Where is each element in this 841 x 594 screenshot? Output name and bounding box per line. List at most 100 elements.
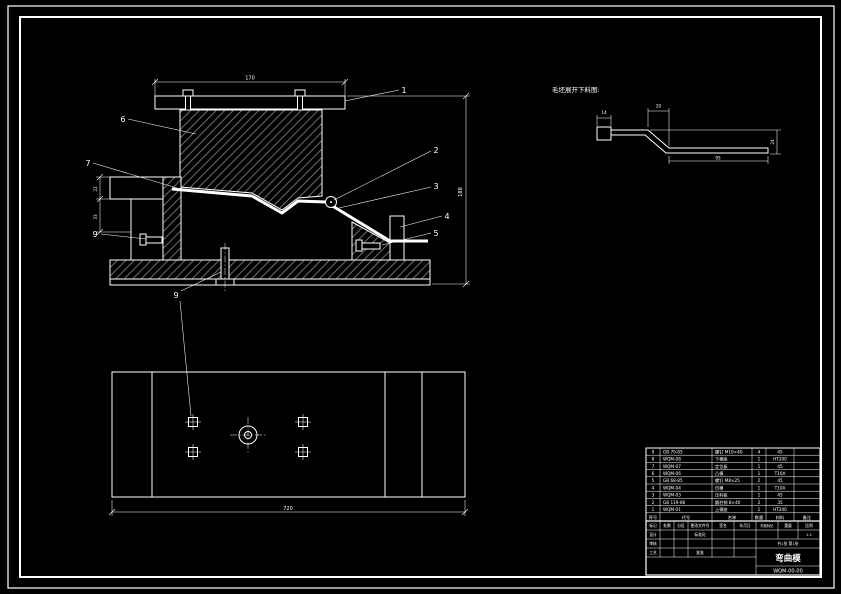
bom-cell: GB 70-85 [663, 449, 683, 454]
title-block-label: 处数 [663, 523, 671, 528]
title-block-label: 阶段标记 [761, 523, 775, 528]
scale-value: 1:1 [806, 532, 813, 537]
bom-cell: 下模座 [715, 456, 728, 463]
dimension-text: 22 [93, 186, 98, 192]
title-block-label: 标准化 [694, 532, 706, 537]
left-upper-plate [109, 176, 164, 200]
bom-cell: 压料板 [715, 492, 728, 499]
title-block-label: 分区 [677, 523, 685, 528]
bom-cell: T10A [774, 485, 786, 490]
bom-cell: 7 [652, 464, 655, 469]
title-block: 标记 处数 分区 更改文件号 签名 年月日 设计 标准化 审核 工艺 批准 阶段… [645, 520, 821, 576]
bom-cell: WQM-08 [663, 457, 681, 462]
title-block-label: 设计 [649, 532, 657, 537]
bom-cell: 45 [777, 449, 783, 454]
balloon-6: 6 [120, 115, 125, 124]
balloon-2: 2 [433, 146, 438, 155]
plan-view: 720 [108, 371, 469, 516]
bom-cell: 凸模 [715, 470, 724, 477]
balloon-3: 3 [433, 182, 438, 191]
balloon-1: 1 [401, 86, 406, 95]
title-block-grid [646, 521, 820, 575]
dimension-plan-width: 720 [108, 500, 469, 516]
base-plate [109, 278, 431, 286]
bom-cell: 圆柱销 8×40 [715, 499, 741, 506]
bom-cell: GB 119-86 [663, 500, 686, 505]
sheet-count: 共1张 第1张 [777, 541, 798, 546]
bom-cell: 螺钉 M10×40 [715, 448, 743, 455]
bom-cell: 45 [777, 493, 783, 498]
detail-dimension-bend: 20 [647, 104, 670, 146]
left-support-block [130, 198, 164, 261]
detail-view-label: 毛坯展开下料图: [552, 85, 600, 94]
center-hole-centerlines [230, 417, 266, 453]
bom-cell: 2 [758, 478, 761, 483]
right-support-plate [389, 215, 405, 261]
bom-cell: 45 [777, 464, 783, 469]
detail-flat-pattern-view: 毛坯展开下料图: 14 20 95 24 [552, 85, 781, 164]
bom-cell: 螺钉 M8×25 [715, 477, 740, 484]
frame-inner-border [19, 16, 822, 578]
bom-cell: 定位板 [715, 463, 728, 470]
lower-die-plate [109, 259, 431, 280]
bom-header: 材料 [776, 514, 785, 521]
locating-roller-center [330, 201, 332, 203]
bom-header: 名称 [728, 514, 736, 521]
punch-block [179, 109, 323, 211]
balloon-9b: 9 [173, 291, 178, 300]
bom-cell: 1 [758, 457, 761, 462]
frame-outer-border [7, 5, 835, 589]
bom-cell: HT200 [773, 457, 787, 462]
bom-table: 序号 代号 名称 数量 材料 备注 9 GB 70-85 螺钉 M10×40 4… [645, 447, 821, 522]
drawing-frame [7, 5, 835, 589]
balloon-9a: 9 [92, 230, 97, 239]
title-block-label: 工艺 [649, 550, 657, 555]
bom-cell: 5 [652, 478, 655, 483]
bom-header: 数量 [755, 514, 763, 521]
title-block-label: 重量 [784, 523, 792, 528]
bom-cell: 9 [652, 449, 655, 454]
plan-section-lines [151, 372, 423, 497]
bom-cell: 1 [758, 485, 761, 490]
bom-cell: HT200 [773, 507, 787, 512]
bom-header: 代号 [682, 514, 690, 521]
bom-cell: WQM-07 [663, 464, 681, 469]
bom-cell: GB 68-85 [663, 478, 683, 483]
dimension-text: 24 [770, 139, 775, 145]
dimension-total-height: 188 [347, 92, 470, 288]
bom-cell: 4 [758, 449, 761, 454]
title-block-label: 更改文件号 [691, 523, 710, 528]
bom-cell: WQM-04 [663, 485, 681, 490]
detail-dimension-tab: 14 [596, 110, 612, 126]
bom-cell: 1 [758, 471, 761, 476]
drawing-title: 弯曲模 [775, 553, 801, 564]
bom-grid [646, 448, 820, 521]
plan-plate-outline [111, 371, 466, 498]
bom-cell: T10A [774, 471, 786, 476]
dimension-text: 95 [715, 156, 721, 161]
bom-cell: 2 [652, 500, 655, 505]
bom-cell: 上模座 [715, 506, 728, 513]
dimension-text: 33 [93, 214, 98, 220]
bolt-hole [295, 414, 311, 430]
bolt-hole [185, 414, 201, 430]
bom-cell: 1 [758, 464, 761, 469]
dimension-top-width: 170 [151, 76, 349, 96]
title-block-label: 年月日 [739, 523, 751, 528]
left-clamp-screw [139, 233, 163, 246]
bom-header: 备注 [803, 514, 812, 521]
title-block-label: 签名 [719, 523, 727, 528]
detail-dimension-flat: 95 [668, 156, 769, 164]
main-section-view: 170 188 22 33 1 2 3 4 5 6 7 9 9 [85, 76, 470, 417]
detail-dimension-height: 24 [650, 129, 781, 155]
bom-cell: 6 [652, 471, 655, 476]
bom-cell: 3 [652, 493, 655, 498]
bom-cell: 凹模 [715, 484, 724, 491]
title-block-label: 审核 [649, 541, 657, 546]
bom-cell: 45 [777, 478, 783, 483]
title-block-label: 标记 [649, 523, 657, 528]
bom-cell: WQM-06 [663, 471, 681, 476]
flat-pattern-tab [596, 126, 612, 141]
bolt-hole [295, 444, 311, 460]
